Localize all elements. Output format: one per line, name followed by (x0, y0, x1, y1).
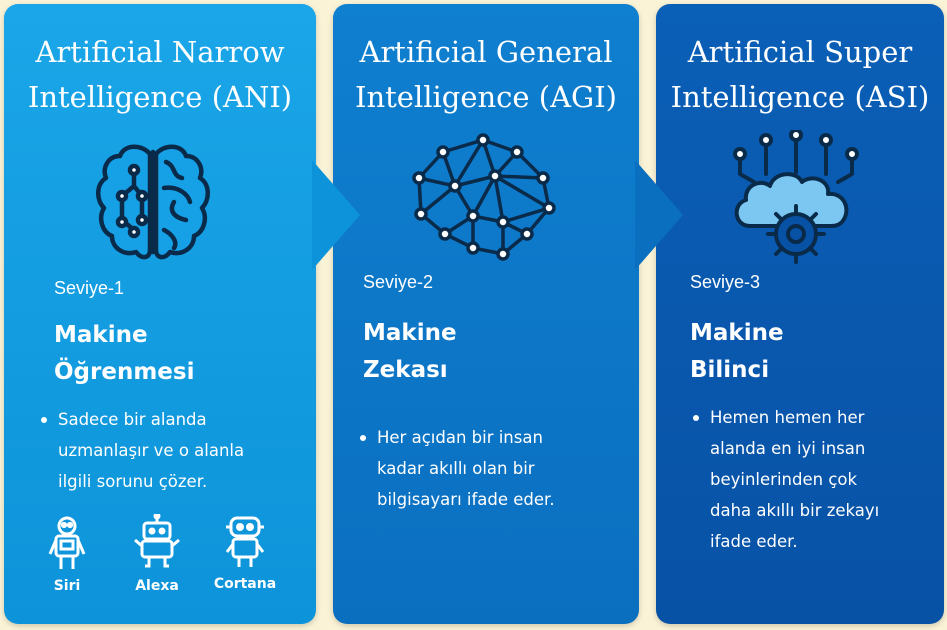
agi-heading-line-1: Makine (363, 320, 457, 346)
ani-heading-line-1: Makine (54, 322, 148, 348)
ani-heading-line-2: Öğrenmesi (54, 359, 195, 385)
brain-circuit-icon (96, 144, 210, 260)
asi-desc-line-4: daha akıllı bir zekayı (710, 501, 880, 520)
asi-panel: Artificial Super Intelligence (ASI) Sevi… (656, 4, 944, 624)
agi-desc-line-1: Her açıdan bir insan (377, 428, 543, 447)
agi-heading-line-2: Zekası (363, 357, 448, 383)
ani-title: Artificial Narrow Intelligence (ANI) (4, 30, 316, 120)
assistant-cortana-label: Cortana (213, 576, 277, 592)
assistant-siri-label: Siri (53, 578, 81, 594)
agi-panel: Artificial General Intelligence (AGI) Se… (333, 4, 639, 624)
agi-level: Seviye-2 (363, 272, 434, 292)
assistant-cortana: Cortana (200, 514, 290, 592)
ani-description-item: Sadece bir alanda uzmanlaşır ve o alanla… (38, 404, 244, 497)
asi-heading-line-2: Bilinci (690, 357, 770, 383)
ani-desc-line-3: ilgili sorunu çözer. (58, 472, 208, 491)
assistant-alexa-label: Alexa (135, 578, 179, 594)
asi-desc-line-1: Hemen hemen her (710, 408, 865, 427)
asi-heading: Makine Bilinci (690, 315, 784, 389)
agi-title: Artificial General Intelligence (AGI) (333, 30, 639, 120)
cloud-gear-icon (733, 130, 859, 264)
asi-heading-line-1: Makine (690, 320, 784, 346)
agi-description-item: Her açıdan bir insan kadar akıllı olan b… (357, 422, 555, 515)
ani-description: Sadece bir alanda uzmanlaşır ve o alanla… (38, 404, 244, 497)
asi-level: Seviye-3 (690, 272, 761, 292)
assistant-alexa: Alexa (112, 512, 202, 594)
agi-desc-line-2: kadar akıllı olan bir (377, 459, 535, 478)
asi-description: Hemen hemen her alanda en iyi insan beyi… (690, 402, 879, 557)
neural-network-brain-icon (412, 133, 556, 261)
asi-description-item: Hemen hemen her alanda en iyi insan beyi… (690, 402, 879, 557)
robot-icon (48, 516, 86, 569)
agi-description: Her açıdan bir insan kadar akıllı olan b… (357, 422, 555, 515)
ani-desc-line-2: uzmanlaşır ve o alanla (58, 441, 245, 460)
asi-title-line-1: Artificial Super (687, 35, 913, 69)
ani-title-line-2: Intelligence (ANI) (27, 80, 293, 114)
asi-desc-line-3: beyinlerinden çok (710, 470, 858, 489)
asi-desc-line-5: ifade eder. (710, 532, 798, 551)
ani-level: Seviye-1 (54, 278, 125, 298)
robot-icon (225, 516, 265, 567)
agi-title-line-2: Intelligence (AGI) (355, 80, 617, 114)
ani-desc-line-1: Sadece bir alanda (58, 410, 207, 429)
agi-desc-line-3: bilgisayarı ifade eder. (377, 490, 555, 509)
asi-desc-line-2: alanda en iyi insan (710, 439, 866, 458)
asi-title: Artificial Super Intelligence (ASI) (656, 30, 944, 120)
asi-title-line-2: Intelligence (ASI) (670, 80, 930, 114)
assistant-siri: Siri (22, 514, 112, 594)
robot-icon (134, 512, 180, 568)
ani-panel: Artificial Narrow Intelligence (ANI) Sev… (4, 4, 316, 624)
agi-heading: Makine Zekası (363, 315, 457, 389)
arrow-right-icon (312, 160, 360, 270)
ani-title-line-1: Artificial Narrow (35, 35, 285, 69)
arrow-right-icon (635, 160, 683, 270)
agi-title-line-1: Artificial General (359, 35, 613, 69)
ani-heading: Makine Öğrenmesi (54, 317, 194, 391)
